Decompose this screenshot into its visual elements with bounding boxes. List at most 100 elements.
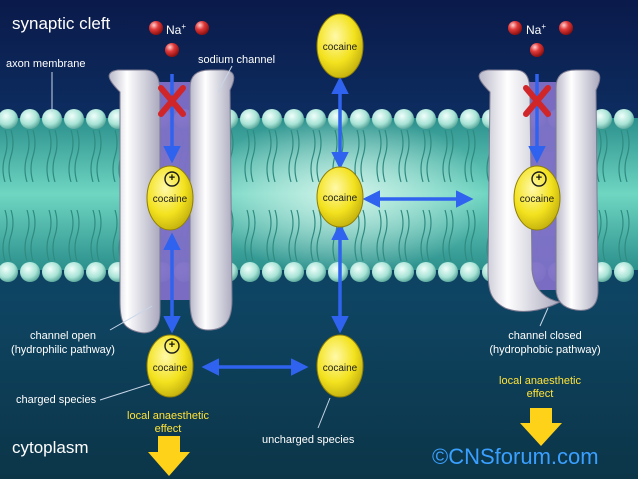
lipid-head: [86, 109, 106, 129]
lipid-tail: [602, 209, 608, 262]
lipid-head: [592, 109, 612, 129]
sodium-ion: [559, 21, 573, 35]
lipid-head: [438, 262, 458, 282]
lipid-head: [394, 262, 414, 282]
lipid-head: [306, 262, 326, 282]
lipid-head: [42, 109, 62, 129]
lipid-head: [284, 262, 304, 282]
lipid-tail: [272, 129, 278, 183]
label-sodium-channel: sodium channel: [198, 54, 276, 66]
lipid-tail: [624, 129, 630, 183]
lipid-head: [306, 109, 326, 129]
lipid-tail: [442, 209, 448, 262]
lipid-head: [460, 109, 480, 129]
cocaine-label-charged: cocaine: [152, 363, 188, 374]
lipid-tail: [398, 129, 404, 183]
sodium-ion: [149, 21, 163, 35]
lipid-tail: [52, 129, 58, 183]
lipid-tail: [442, 129, 448, 183]
lipid-tail: [382, 209, 388, 262]
cocaine-molecule-membrane: [316, 166, 364, 228]
cocaine-label-cleft: cocaine: [322, 42, 358, 53]
lipid-tail: [244, 129, 250, 183]
lipid-tail: [52, 209, 58, 262]
lipid-head: [86, 262, 106, 282]
lipid-tail: [2, 129, 8, 183]
lipid-head: [20, 109, 40, 129]
cocaine-label-membrane: cocaine: [322, 193, 358, 204]
label-local-effect-right-line2: effect: [526, 388, 554, 400]
lipid-head: [394, 109, 414, 129]
pathway-arrows: [163, 74, 546, 376]
lipid-tail: [74, 129, 80, 183]
lipid-head: [64, 262, 84, 282]
lipid-tail: [310, 129, 316, 183]
lipid-head: [416, 109, 436, 129]
lipid-tail: [464, 209, 470, 262]
pointer-lines: [51, 65, 549, 429]
lipid-tail: [266, 129, 272, 183]
lipid-tail: [624, 209, 630, 262]
lipid-head: [20, 262, 40, 282]
lipid-tail: [288, 209, 294, 262]
label-channel-open: channel open: [29, 330, 97, 342]
lipid-tail: [316, 209, 322, 262]
lipid-tail: [288, 129, 294, 183]
label-cytoplasm: cytoplasm: [12, 438, 89, 457]
plus-charge-pore-right: +: [535, 172, 543, 184]
cocaine-label-uncharged: cocaine: [322, 363, 358, 374]
lipid-tail: [96, 209, 102, 262]
lipid-tail: [90, 129, 96, 183]
channel-subunit-right-closed: [555, 69, 601, 311]
lipid-tail: [420, 129, 426, 183]
lipid-tail: [310, 209, 316, 262]
effect-arrow-right: [520, 408, 562, 446]
block-mark-right: [523, 85, 551, 117]
cocaine-label-pore-left: cocaine: [152, 194, 188, 205]
lipid-tail: [360, 129, 366, 183]
lipid-tail: [404, 209, 410, 262]
label-hydrophilic-pathway: (hydrophilic pathway): [11, 344, 115, 356]
lipid-tail: [244, 209, 250, 262]
cocaine-molecule-pore-left: [146, 165, 194, 231]
label-uncharged-species: uncharged species: [262, 434, 355, 446]
sodium-ion: [195, 21, 209, 35]
lipid-head: [262, 262, 282, 282]
sodium-ion: [508, 21, 522, 35]
lipid-head: [0, 109, 18, 129]
lipid-head: [372, 109, 392, 129]
lipid-tail: [294, 209, 300, 262]
lipid-head: [372, 262, 392, 282]
lipid-tail: [90, 209, 96, 262]
lipid-head: [350, 262, 370, 282]
lipid-head: [328, 262, 348, 282]
cocaine-molecule-cleft: [316, 13, 364, 79]
label-channel-closed: channel closed: [508, 330, 582, 342]
plus-charge-charged: +: [168, 339, 176, 351]
lipid-tail: [8, 129, 14, 183]
lipid-tail: [404, 129, 410, 183]
lipid-tail: [618, 209, 624, 262]
label-sodium-ion-right: Na+: [526, 22, 547, 37]
plus-charge-pore-left: +: [168, 172, 176, 184]
lipid-tail: [470, 129, 476, 183]
lipid-head: [42, 262, 62, 282]
lipid-tail: [46, 209, 52, 262]
lipid-tail: [2, 209, 8, 262]
lipid-head: [614, 262, 634, 282]
lipid-head: [328, 109, 348, 129]
lipid-tail: [68, 129, 74, 183]
label-local-effect-left-line2: effect: [154, 423, 182, 435]
channel-subunit-right: [189, 69, 235, 331]
lipid-tail: [398, 209, 404, 262]
effect-arrow-left: [148, 436, 190, 476]
lipid-tail: [426, 129, 432, 183]
lipid-tail: [74, 209, 80, 262]
lipid-head: [0, 262, 18, 282]
label-sodium-ion-left: Na+: [166, 22, 187, 37]
sodium-ion: [165, 43, 179, 57]
block-mark-left: [158, 85, 186, 117]
lipid-tail: [602, 129, 608, 183]
lipid-tail: [618, 129, 624, 183]
